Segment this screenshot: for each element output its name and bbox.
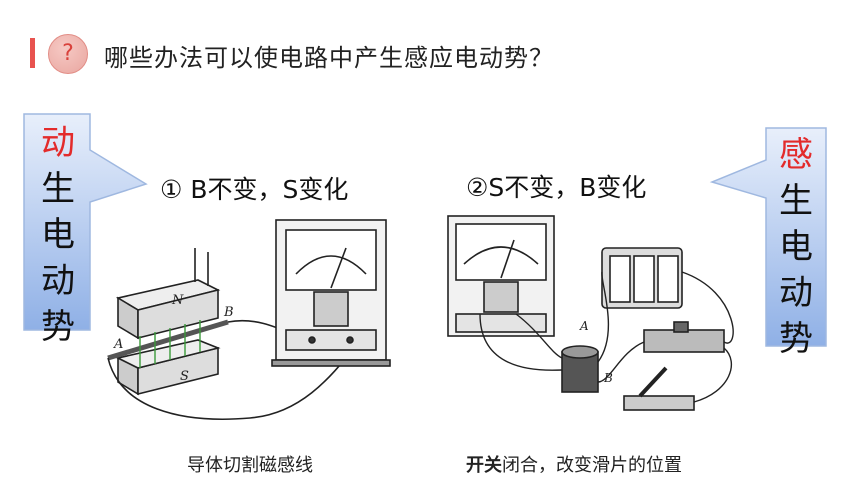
- right-callout-char-4: 动: [779, 273, 813, 313]
- right-callout-char-1: 感: [779, 135, 813, 175]
- question-badge: ?: [48, 34, 88, 74]
- right-callout-char-3: 电: [779, 227, 813, 267]
- coil-a-label: A: [579, 319, 589, 333]
- right-callout-text: 感 生 电 动 势: [768, 132, 824, 362]
- question-icon: ?: [62, 41, 74, 66]
- page-title: 哪些办法可以使电路中产生感应电动势？: [104, 44, 554, 72]
- method-2-caption: 开关闭合，改变滑片的位置: [466, 451, 682, 477]
- method-1-caption: 导体切割磁感线: [187, 455, 313, 476]
- left-callout-char-3: 电: [41, 215, 75, 255]
- title-accent-bar: [30, 38, 35, 68]
- magnet-n-label: N: [171, 293, 184, 308]
- left-callout-char-4: 动: [41, 261, 75, 301]
- right-callout-shape: [709, 127, 827, 347]
- right-callout-char-2: 生: [779, 181, 813, 221]
- method-2-label: ②S不变，B变化: [466, 173, 647, 202]
- left-callout-char-2: 生: [41, 169, 75, 209]
- method-1-label: ① B不变，S变化: [160, 175, 349, 204]
- method-1-illustration: N S A B: [107, 219, 391, 420]
- magnet-s-label: S: [180, 369, 189, 384]
- right-callout-char-5: 势: [779, 319, 813, 359]
- coil-b-label: B: [603, 371, 613, 385]
- left-callout-shape: [23, 113, 148, 331]
- method-2-caption-rest: 闭合，改变滑片的位置: [502, 455, 682, 476]
- rod-a-label: A: [113, 337, 123, 352]
- left-callout-char-5: 势: [41, 307, 75, 347]
- rod-b-label: B: [223, 305, 234, 320]
- method-2-illustration: A B: [447, 215, 734, 411]
- left-callout-text: 动 生 电 动 势: [30, 120, 86, 350]
- method-2-caption-bold: 开关: [466, 455, 502, 476]
- left-callout-char-1: 动: [41, 123, 75, 163]
